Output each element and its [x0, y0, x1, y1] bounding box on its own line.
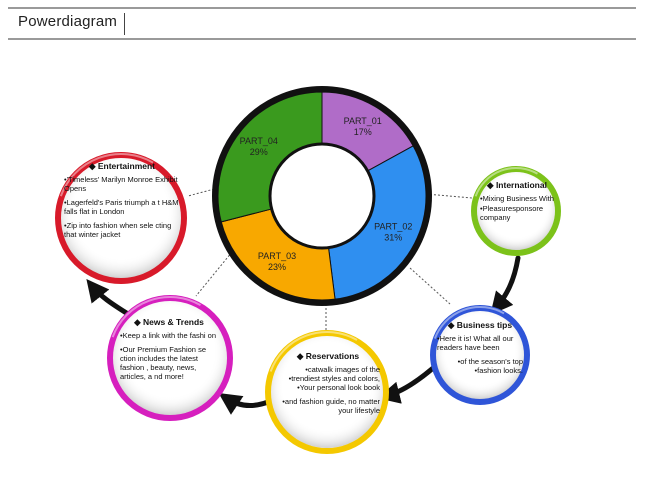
- header-bar: Powerdiagram: [0, 0, 650, 40]
- bubble-international-title: ◆ International: [487, 180, 547, 190]
- bubble-highlight-reservations: [269, 331, 358, 372]
- bubble-international: ◆ International •Mixing Business With •P…: [480, 181, 554, 227]
- bubble-entertainment-line-1: •'Timeless' Marilyn Monroe Exhibit Opens: [64, 175, 178, 193]
- bubble-shade-news: [113, 301, 227, 415]
- bubble-news-line-2: •Our Premium Fashion se ction includes t…: [120, 345, 206, 381]
- connector-news: [195, 251, 233, 297]
- bubble-highlight-entertainment: [59, 153, 154, 197]
- donut-label-part-04: PART_04: [240, 136, 278, 146]
- donut-outer-ring: [212, 86, 432, 306]
- header-separator: [124, 13, 125, 35]
- bubble-international-line-1: •Mixing Business With: [480, 194, 554, 203]
- bubble-business: ◆ Business tips •Here it is! What all ou…: [437, 321, 523, 380]
- bubble-highlight-business: [433, 306, 505, 339]
- connector-business: [409, 267, 451, 305]
- connector-international: [425, 193, 473, 199]
- bubble-business-title: ◆ Business tips: [447, 320, 513, 330]
- bubble-shade-business: [436, 311, 524, 399]
- donut-value-part-04: 29%: [250, 147, 268, 157]
- donut-center-hole: [268, 142, 376, 250]
- bubble-international-line-2: •Pleasuresponsore company: [480, 204, 544, 222]
- bubble-shade-international: [477, 172, 555, 250]
- donut-value-part-03: 23%: [268, 262, 286, 272]
- bubble-entertainment-title: ◆ Entertainment: [88, 161, 156, 171]
- header-top-rule: [8, 7, 636, 9]
- donut-label-part-01: PART_01: [344, 116, 382, 126]
- arrow-reservations-to-news: [218, 393, 271, 415]
- bubble-entertainment: ◆ Entertainment •'Timeless' Marilyn Monr…: [64, 162, 180, 244]
- bubble-shade-reservations: [271, 336, 383, 448]
- bubble-news-title: ◆ News & Trends: [134, 317, 204, 327]
- bubble-entertainment-line-2: •Lagerfeld's Paris triumph a t H&M falls…: [64, 198, 179, 216]
- bubble-news: ◆ News & Trends •Keep a link with the fa…: [120, 318, 218, 386]
- bubble-business-line-1: •Here it is! What all our readers have b…: [437, 334, 514, 352]
- bubble-highlight-news: [111, 296, 201, 338]
- bubble-reservations: ◆ Reservations •catwalk images of the •t…: [276, 352, 380, 420]
- donut-label-part-02: PART_02: [374, 221, 412, 231]
- bubble-news-line-1: •Keep a link with the fashi on: [120, 331, 217, 340]
- donut-label-part-03: PART_03: [258, 251, 296, 261]
- bubble-reservations-title: ◆ Reservations: [296, 351, 360, 361]
- page-title: Powerdiagram: [18, 13, 118, 30]
- bubble-reservations-line-1: •catwalk images of the •trendiest styles…: [288, 365, 380, 392]
- bubble-reservations-line-2: •and fashion guide, no matter your lifes…: [282, 397, 380, 415]
- bubble-highlight-international: [474, 167, 538, 197]
- donut-value-part-01: 17%: [354, 127, 372, 137]
- bubble-shade-entertainment: [61, 158, 181, 278]
- bubble-rings: [55, 152, 561, 454]
- header-bottom-rule: [8, 38, 636, 40]
- donut-value-part-02: 31%: [384, 232, 402, 242]
- bubble-business-line-2: •of the season's top •fashion looks.: [457, 357, 523, 375]
- bubble-entertainment-line-3: •Zip into fashion when sele cting that w…: [64, 221, 172, 239]
- arrow-international-to-business: [490, 255, 521, 315]
- arrow-news-to-entertainment: [86, 278, 131, 317]
